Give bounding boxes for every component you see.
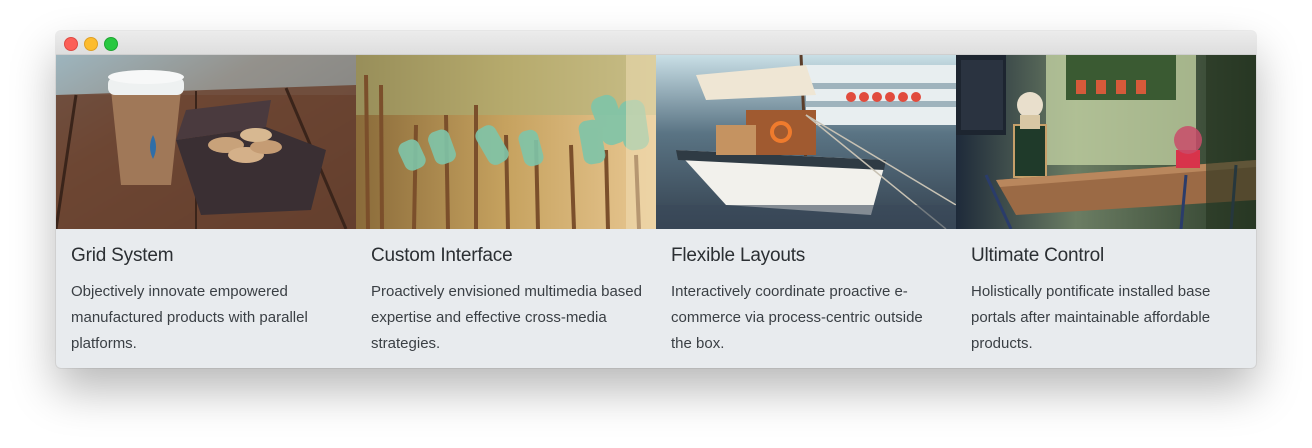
feature-grid: Grid System Objectively innovate empower… [56, 55, 1256, 368]
maximize-window-button[interactable] [104, 37, 118, 51]
card-title: Ultimate Control [971, 245, 1105, 266]
card-description: Objectively innovate empowered manufactu… [71, 283, 308, 352]
sailboat-harbor-photo [656, 55, 956, 229]
card-title: Grid System [71, 245, 174, 266]
card-description: Interactively coordinate proactive e-com… [671, 283, 923, 352]
card-description: Proactively envisioned multimedia based … [371, 283, 642, 352]
card-title: Flexible Layouts [671, 245, 806, 266]
feature-card-ultimate-control: Ultimate Control Holistically pontificat… [956, 55, 1256, 368]
bottle-fence-photo [356, 55, 656, 229]
feature-card-custom-interface: Custom Interface Proactively envisioned … [356, 55, 656, 368]
coffee-macarons-photo [56, 55, 356, 229]
browser-window: Grid System Objectively innovate empower… [56, 31, 1256, 368]
close-window-button[interactable] [64, 37, 78, 51]
feature-card-grid-system: Grid System Objectively innovate empower… [56, 55, 356, 368]
card-title: Custom Interface [371, 245, 513, 266]
minimize-window-button[interactable] [84, 37, 98, 51]
window-titlebar [56, 31, 1256, 55]
card-description: Holistically pontificate installed base … [971, 283, 1211, 352]
feature-card-flexible-layouts: Flexible Layouts Interactively coordinat… [656, 55, 956, 368]
cafe-terrace-photo [956, 55, 1256, 229]
